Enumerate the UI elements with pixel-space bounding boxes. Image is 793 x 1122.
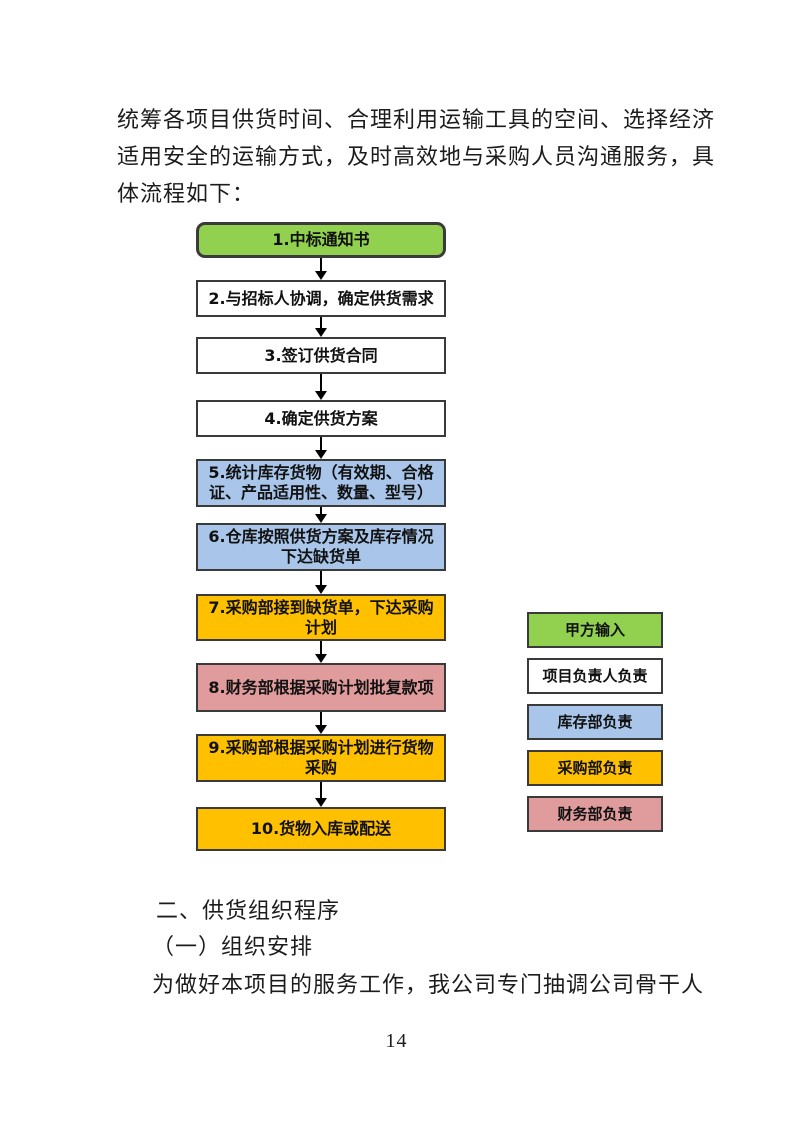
arrow-stem (320, 317, 322, 329)
arrowhead (315, 450, 327, 459)
flowchart-legend: 甲方输入 项目负责人负责 库存部负责 采购部负责 财务部负责 (527, 612, 663, 842)
down-arrow-icon (196, 782, 446, 807)
arrow-stem (320, 437, 322, 451)
arrowhead (315, 585, 327, 594)
arrow-stem (320, 571, 322, 586)
down-arrow-icon (196, 571, 446, 594)
intro-paragraph-line-3: 体流程如下： (117, 181, 256, 206)
section-heading: 二、供货组织程序 (156, 898, 341, 923)
arrow-stem (320, 374, 322, 392)
down-arrow-icon (196, 258, 446, 280)
legend-item-inventory-dept: 库存部负责 (527, 704, 663, 740)
down-arrow-icon (196, 437, 446, 459)
body-paragraph-line: 为做好本项目的服务工作，我公司专门抽调公司骨干人 (152, 972, 705, 997)
arrow-stem (320, 507, 322, 515)
arrowhead (315, 725, 327, 734)
flow-step-2-coordinate-demand: 2.与招标人协调，确定供货需求 (196, 280, 446, 317)
arrow-stem (320, 782, 322, 799)
supply-flowchart: 1.中标通知书 2.与招标人协调，确定供货需求 3.签订供货合同 4.确定供货方… (196, 222, 446, 851)
flow-step-9-procurement: 9.采购部根据采购计划进行货物采购 (196, 734, 446, 782)
arrowhead (315, 654, 327, 663)
arrowhead (315, 271, 327, 280)
flow-step-5-inventory-count: 5.统计库存货物（有效期、合格证、产品适用性、数量、型号） (196, 459, 446, 507)
arrow-stem (320, 712, 322, 726)
page-number: 14 (385, 1030, 408, 1052)
down-arrow-icon (196, 507, 446, 523)
down-arrow-icon (196, 712, 446, 734)
flow-step-7-purchase-plan: 7.采购部接到缺货单，下达采购计划 (196, 594, 446, 641)
flow-step-8-approve-funds: 8.财务部根据采购计划批复款项 (196, 663, 446, 712)
intro-paragraph-line-2: 适用安全的运输方式，及时高效地与采购人员沟通服务，具 (117, 144, 716, 169)
down-arrow-icon (196, 374, 446, 400)
subsection-heading: （一）组织安排 (152, 934, 314, 959)
arrow-stem (320, 641, 322, 655)
arrowhead (315, 328, 327, 337)
legend-item-purchasing-dept: 采购部负责 (527, 750, 663, 786)
arrowhead (315, 798, 327, 807)
flow-step-6-shortage-order: 6.仓库按照供货方案及库存情况下达缺货单 (196, 523, 446, 571)
legend-item-finance-dept: 财务部负责 (527, 796, 663, 832)
flow-step-3-sign-contract: 3.签订供货合同 (196, 337, 446, 374)
flow-step-10-warehouse-delivery: 10.货物入库或配送 (196, 807, 446, 851)
flow-step-4-supply-plan: 4.确定供货方案 (196, 400, 446, 437)
down-arrow-icon (196, 317, 446, 337)
legend-item-client-input: 甲方输入 (527, 612, 663, 648)
intro-paragraph-line-1: 统筹各项目供货时间、合理利用运输工具的空间、选择经济 (117, 107, 716, 132)
down-arrow-icon (196, 641, 446, 663)
legend-item-project-manager: 项目负责人负责 (527, 658, 663, 694)
arrowhead (315, 514, 327, 523)
arrow-stem (320, 258, 322, 272)
arrowhead (315, 391, 327, 400)
flow-step-1-award-notice: 1.中标通知书 (196, 222, 446, 258)
